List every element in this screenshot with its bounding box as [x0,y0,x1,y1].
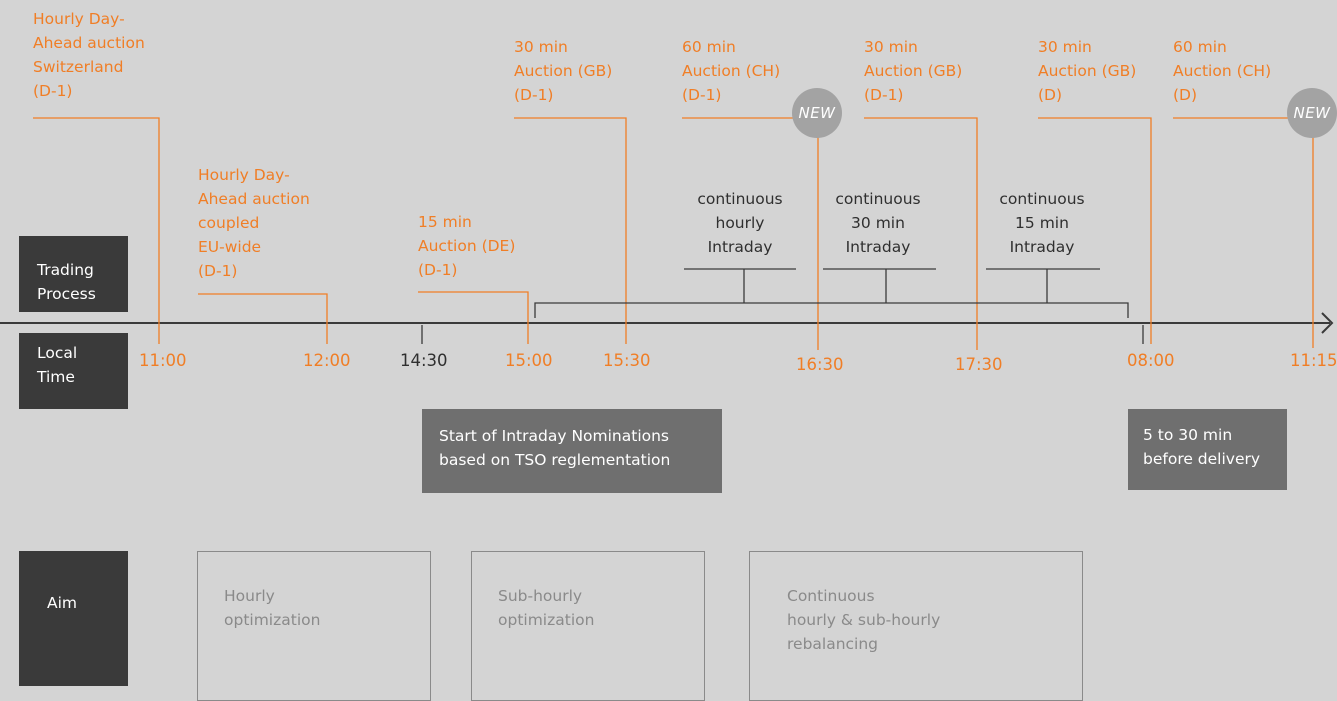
trading-timeline-diagram: Trading Process Local Time Aim Hourly Da… [0,7,1337,701]
auction-label-1: Hourly Day- Ahead auction Switzerland (D… [33,7,145,103]
auction-6-line-1: 60 min [682,38,736,56]
continuous-15min-line-2: 15 min [1015,214,1069,232]
auction-1-line-4: (D-1) [33,82,73,100]
auction-label-2: Hourly Day- Ahead auction coupled EU-wid… [198,163,310,283]
aim-subhourly-line-1: Sub-hourly [498,587,583,605]
aim-label: Aim [47,594,78,612]
auction-1-line-3: Switzerland [33,58,124,76]
auction-2-line-5: (D-1) [198,262,238,280]
intraday-nominations-note: Start of Intraday Nominations based on T… [422,409,722,493]
auction-9-line-3: (D) [1173,86,1198,104]
auction-8-line-3: (D) [1038,86,1063,104]
aim-subhourly-box: Sub-hourly optimization [471,551,705,701]
continuous-hourly-line-3: Intraday [707,238,773,256]
continuous-30min-line-1: continuous [835,190,921,208]
nominations-line-2: based on TSO reglementation [439,451,671,469]
auction-7-line-1: 30 min [864,38,918,56]
time-label-1200: 12:00 [303,351,351,370]
continuous-15min-line-3: Intraday [1009,238,1075,256]
auction-4-line-1: 15 min [418,213,472,231]
aim-continuous-line-3: rebalancing [787,635,879,653]
auction-label-7: 30 min Auction (GB) (D-1) [864,35,962,107]
aim-hourly-box: Hourly optimization [197,551,431,701]
trading-process-label-2: Process [37,285,96,303]
auction-1-line-1: Hourly Day- [33,10,125,28]
auction-1-line-2: Ahead auction [33,34,145,52]
time-label-1730: 17:30 [955,355,1003,374]
intraday-bracket [534,302,1129,318]
auction-2-line-3: coupled [198,214,260,232]
time-label-1430: 14:30 [400,351,448,370]
auction-8-line-1: 30 min [1038,38,1092,56]
delivery-note: 5 to 30 min before delivery [1128,409,1287,490]
auction-6-line-3: (D-1) [682,86,722,104]
time-label-0800: 08:00 [1127,351,1175,370]
leader-auction-1 [33,117,160,344]
auction-label-5: 30 min Auction (GB) (D-1) [514,35,612,107]
leader-auction-8 [1038,117,1152,344]
time-label-1500: 15:00 [505,351,553,370]
auction-label-4: 15 min Auction (DE) (D-1) [418,210,515,282]
local-time-label-2: Time [37,368,75,386]
aim-subhourly-line-2: optimization [498,611,595,629]
auction-label-9: 60 min Auction (CH) (D) [1173,35,1271,107]
delivery-line-2: before delivery [1143,450,1261,468]
auction-8-line-2: Auction (GB) [1038,62,1137,80]
continuous-15min-line-1: continuous [999,190,1085,208]
aim-continuous-line-2: hourly & sub-hourly [787,611,941,629]
time-label-1100: 11:00 [139,351,187,370]
continuous-hourly-label: continuous hourly Intraday [678,187,802,259]
aim-continuous-box: Continuous hourly & sub-hourly rebalanci… [749,551,1083,701]
auction-5-line-2: Auction (GB) [514,62,613,80]
auction-7-line-2: Auction (GB) [864,62,963,80]
auction-6-line-2: Auction (CH) [682,62,781,80]
continuous-15min-label: continuous 15 min Intraday [980,187,1104,259]
timeline-arrow-head [1321,312,1334,334]
leader-auction-9 [1173,117,1314,348]
leader-auction-5 [514,117,627,344]
auction-9-line-1: 60 min [1173,38,1227,56]
auction-5-line-3: (D-1) [514,86,554,104]
leader-auction-7 [864,117,978,350]
continuous-hourly-line-2: hourly [715,214,765,232]
continuous-30min-label: continuous 30 min Intraday [815,187,941,259]
auction-5-line-1: 30 min [514,38,568,56]
local-time-label-1: Local [37,344,78,362]
auction-label-6: 60 min Auction (CH) (D-1) [682,35,780,107]
time-label-1630: 16:30 [796,355,844,374]
continuous-30min-line-2: 30 min [851,214,905,232]
auction-9-line-2: Auction (CH) [1173,62,1272,80]
new-badge-ch-d1: NEW [792,88,842,138]
auction-label-8: 30 min Auction (GB) (D) [1038,35,1136,107]
continuous-30min-line-3: Intraday [845,238,911,256]
auction-4-line-2: Auction (DE) [418,237,516,255]
trading-process-label-1: Trading [37,261,94,279]
timeline-lines [0,117,1334,350]
aim-continuous-line-1: Continuous [787,587,875,605]
aim-box: Aim [19,551,128,686]
continuous-hourly-line-1: continuous [697,190,783,208]
time-label-1530: 15:30 [603,351,651,370]
auction-7-line-3: (D-1) [864,86,904,104]
time-label-1115: 11:15 [1290,351,1337,370]
new-badge-ch-d: NEW [1287,88,1337,138]
leader-auction-4 [418,291,529,344]
auction-2-line-2: Ahead auction [198,190,310,208]
trading-process-box: Trading Process [19,236,128,312]
aim-hourly-line-1: Hourly [224,587,275,605]
auction-2-line-4: EU-wide [198,238,262,256]
auction-4-line-3: (D-1) [418,261,458,279]
leader-auction-2 [198,293,328,344]
auction-2-line-1: Hourly Day- [198,166,290,184]
local-time-box: Local Time [19,333,128,409]
aim-hourly-line-2: optimization [224,611,321,629]
nominations-line-1: Start of Intraday Nominations [439,427,670,445]
delivery-line-1: 5 to 30 min [1143,426,1233,444]
